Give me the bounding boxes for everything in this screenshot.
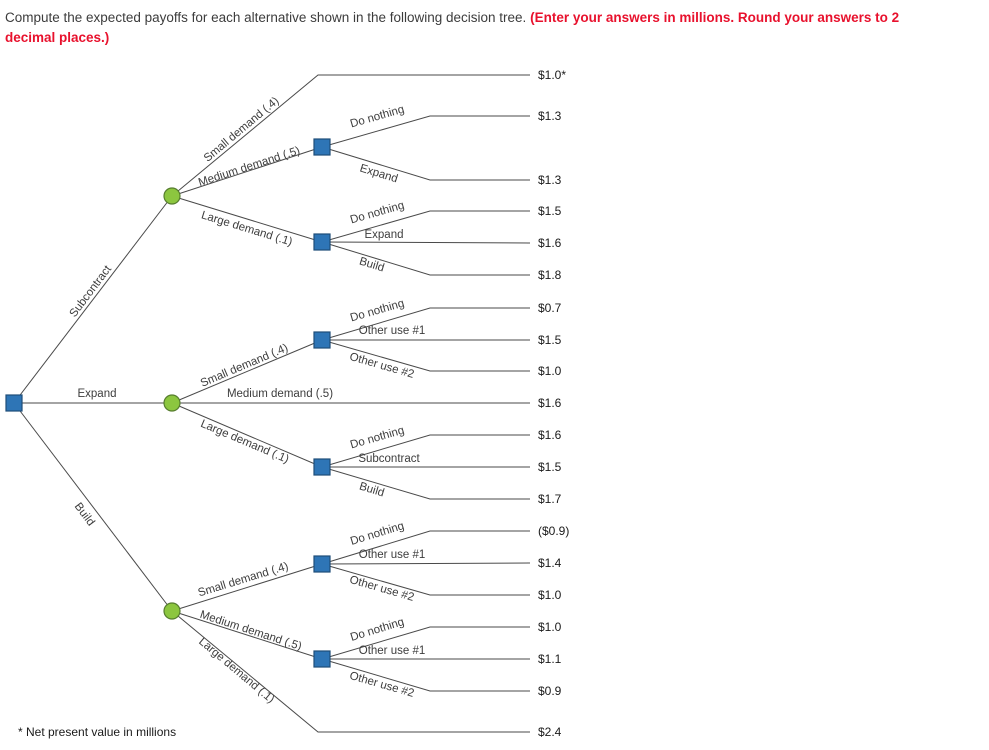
footnote: * Net present value in millions (18, 725, 177, 739)
branch-label: Do nothing (349, 425, 406, 452)
branch-line (171, 610, 530, 733)
branch-label: Do nothing (349, 200, 406, 227)
branch-line (13, 402, 173, 612)
branch-label: Other use #1 (359, 645, 425, 657)
branch-line (321, 115, 530, 148)
payoff-label: $1.0 (538, 620, 562, 634)
branch-label: Small demand (.4) (199, 342, 290, 390)
payoff-label: $1.0* (538, 68, 566, 82)
branch-label: Other use #1 (359, 549, 425, 561)
branch-line (321, 530, 530, 565)
decision-node (313, 555, 331, 573)
decision-node (5, 394, 23, 412)
branch-line (321, 563, 530, 596)
branch-line (321, 241, 531, 244)
branch-label: Small demand (.4) (197, 560, 291, 599)
decision-node (313, 458, 331, 476)
branch-line (321, 466, 530, 500)
decision-node (313, 331, 331, 349)
branch-label: Do nothing (349, 520, 406, 548)
payoff-label: ($0.9) (538, 524, 569, 538)
payoff-label: $1.1 (538, 652, 562, 666)
question-text: Compute the expected payoffs for each al… (5, 10, 531, 25)
decision-node (313, 650, 331, 668)
branch-line (171, 339, 323, 404)
branch-label: Do nothing (349, 616, 406, 644)
branch-line (321, 658, 530, 692)
payoff-label: $1.7 (538, 492, 562, 506)
payoff-label: $1.0 (538, 364, 562, 378)
branch-label: Build (358, 480, 386, 499)
payoff-label: $1.8 (538, 268, 562, 282)
branch-line (321, 339, 530, 372)
payoff-label: $1.0 (538, 588, 562, 602)
branch-line (13, 195, 173, 404)
branch-label: Other use #2 (348, 670, 415, 700)
branch-line (321, 210, 530, 243)
payoff-label: $1.5 (538, 460, 562, 474)
payoff-label: $1.6 (538, 396, 562, 410)
payoff-label: $1.3 (538, 173, 562, 187)
decision-node (313, 138, 331, 156)
branch-line (171, 402, 323, 468)
branch-label: Medium demand (.5) (227, 388, 333, 400)
payoff-label: $1.4 (538, 556, 562, 570)
branch-line (171, 74, 530, 197)
payoff-label: $0.7 (538, 301, 562, 315)
branch-label: Other use #2 (348, 351, 415, 381)
chance-node (163, 394, 181, 412)
branch-label: Expand (358, 163, 399, 186)
payoff-label: $2.4 (538, 725, 562, 739)
chance-node (163, 187, 181, 205)
branch-label: Expand (364, 229, 403, 241)
branch-line (321, 434, 530, 468)
branch-label: Build (72, 501, 97, 529)
payoff-label: $1.3 (538, 109, 562, 123)
branch-label: Large demand (.1) (199, 418, 291, 466)
branch-line (321, 146, 530, 181)
payoff-label: $1.6 (538, 236, 562, 250)
chance-node (163, 602, 181, 620)
payoff-label: $1.6 (538, 428, 562, 442)
payoff-label: $0.9 (538, 684, 562, 698)
branch-label: Do nothing (349, 298, 406, 325)
branch-line (171, 146, 323, 197)
branch-label: Large demand (.1) (196, 636, 276, 706)
branch-line (321, 562, 531, 565)
branch-line (321, 241, 530, 276)
branch-line (321, 307, 530, 341)
branch-label: Subcontract (358, 453, 420, 465)
branch-label: Other use #1 (359, 325, 425, 337)
branch-line (171, 563, 323, 612)
branch-label: Build (358, 255, 386, 274)
branch-line (171, 195, 323, 243)
branch-label: Other use #2 (348, 574, 415, 604)
payoff-label: $1.5 (538, 333, 562, 347)
payoff-label: $1.5 (538, 204, 562, 218)
decision-node (313, 233, 331, 251)
branch-label: Do nothing (349, 104, 406, 131)
branch-line (171, 610, 323, 660)
branch-line (321, 626, 530, 660)
question-prompt: Compute the expected payoffs for each al… (5, 8, 947, 47)
branch-label: Expand (77, 388, 116, 400)
branch-label: Subcontract (68, 263, 115, 320)
question-instructions: (Enter your answers in millions. Round y… (5, 10, 900, 45)
